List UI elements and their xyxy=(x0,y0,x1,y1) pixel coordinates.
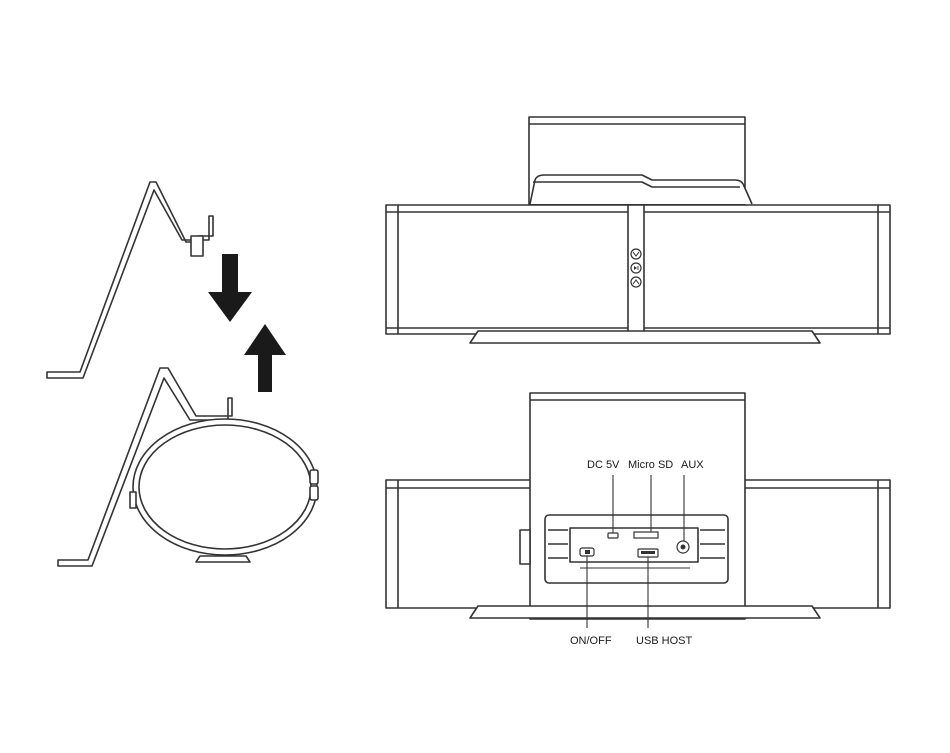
dc-port xyxy=(607,532,619,539)
front-controls xyxy=(630,248,642,288)
micro-sd-slot xyxy=(633,531,659,539)
stand-with-speaker xyxy=(57,367,319,567)
volume-up-icon xyxy=(630,276,642,288)
label-aux: AUX xyxy=(681,459,704,471)
arrow-up-icon xyxy=(244,324,286,392)
label-usb-host: USB HOST xyxy=(636,635,693,647)
label-on-off: ON/OFF xyxy=(570,635,612,647)
label-dc-5v: DC 5V xyxy=(587,459,620,471)
speaker-back-view xyxy=(385,392,891,620)
stand-top xyxy=(46,181,214,379)
volume-down-icon xyxy=(630,248,642,260)
arrow-down-icon xyxy=(208,254,252,322)
speaker-front-view xyxy=(385,116,891,344)
leader-lines xyxy=(586,475,685,628)
label-micro-sd: Micro SD xyxy=(628,459,673,471)
